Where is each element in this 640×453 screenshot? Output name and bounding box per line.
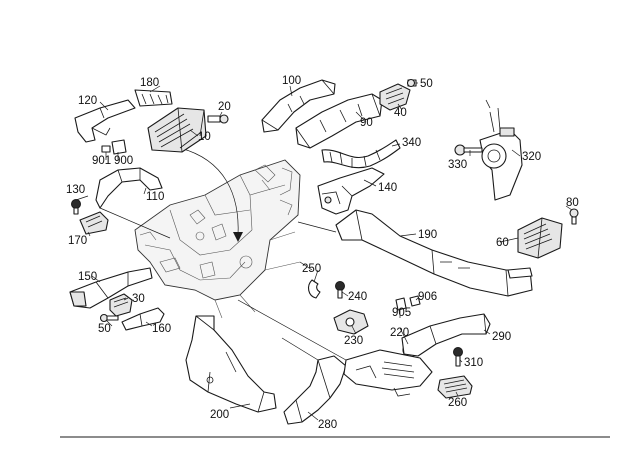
label-200: 200 bbox=[210, 409, 229, 421]
label-170: 170 bbox=[68, 235, 87, 247]
part-100-duct bbox=[261, 79, 336, 133]
part-340-hose bbox=[321, 139, 401, 169]
label-280: 280 bbox=[318, 419, 337, 431]
part-260-control-module bbox=[437, 375, 473, 399]
part-230-actuator bbox=[333, 309, 369, 335]
part-40-connector bbox=[379, 83, 411, 111]
label-160: 160 bbox=[152, 323, 171, 335]
part-110-duct bbox=[95, 167, 163, 209]
label-310: 310 bbox=[464, 357, 483, 369]
label-100: 100 bbox=[282, 75, 301, 87]
part-30-connector bbox=[109, 293, 133, 317]
part-90-duct bbox=[295, 93, 383, 149]
part-310-screw bbox=[453, 347, 463, 367]
part-50-screw-bottom bbox=[99, 313, 119, 323]
label-10: 10 bbox=[198, 131, 211, 143]
part-20-screw bbox=[207, 114, 229, 124]
label-120: 120 bbox=[78, 95, 97, 107]
label-220: 220 bbox=[390, 327, 409, 339]
part-130-screw bbox=[71, 199, 81, 215]
part-10-vent-grille bbox=[147, 107, 207, 153]
part-140-duct bbox=[317, 167, 385, 215]
label-230: 230 bbox=[344, 335, 363, 347]
part-150-duct bbox=[69, 267, 153, 309]
label-340: 340 bbox=[402, 137, 421, 149]
part-240-screw bbox=[335, 281, 345, 299]
label-50-bottom: 50 bbox=[98, 323, 111, 335]
part-290-duct bbox=[401, 313, 491, 357]
part-190-duct bbox=[335, 209, 533, 297]
part-50-screw-top bbox=[406, 78, 417, 88]
part-330-bolt bbox=[454, 144, 483, 156]
part-labels: 180 120 20 10 901 900 100 90 40 50 340 1… bbox=[66, 75, 579, 431]
label-250: 250 bbox=[302, 263, 321, 275]
label-90: 90 bbox=[360, 117, 373, 129]
label-150: 150 bbox=[78, 271, 97, 283]
label-40: 40 bbox=[394, 107, 407, 119]
assembly-arrow-head bbox=[233, 232, 243, 242]
part-120-duct bbox=[74, 99, 136, 143]
label-330: 330 bbox=[448, 159, 467, 171]
part-170-bracket bbox=[79, 211, 109, 235]
part-320-blower bbox=[479, 99, 523, 201]
part-180-duct bbox=[134, 89, 173, 107]
part-905-clip bbox=[395, 297, 407, 311]
part-901-screw bbox=[101, 145, 111, 153]
label-60: 60 bbox=[496, 237, 509, 249]
label-900: 900 bbox=[114, 155, 133, 167]
part-housing-lower bbox=[343, 349, 433, 397]
label-240: 240 bbox=[348, 291, 367, 303]
label-180: 180 bbox=[140, 77, 159, 89]
assembly-arrow bbox=[179, 147, 239, 237]
label-140: 140 bbox=[378, 182, 397, 194]
label-906: 906 bbox=[418, 291, 437, 303]
part-60-vent bbox=[517, 217, 563, 259]
label-30: 30 bbox=[132, 293, 145, 305]
label-260: 260 bbox=[448, 397, 467, 409]
label-190: 190 bbox=[418, 229, 437, 241]
part-200-duct bbox=[185, 315, 277, 413]
label-320: 320 bbox=[522, 151, 541, 163]
label-20: 20 bbox=[218, 101, 231, 113]
label-50-top: 50 bbox=[420, 78, 433, 90]
part-280-duct bbox=[283, 355, 347, 425]
label-901: 901 bbox=[92, 155, 111, 167]
part-160-duct bbox=[121, 307, 165, 331]
label-290: 290 bbox=[492, 331, 511, 343]
label-80: 80 bbox=[566, 197, 579, 209]
part-250-clip bbox=[307, 279, 321, 299]
part-900-clip bbox=[111, 139, 127, 155]
label-905: 905 bbox=[392, 307, 411, 319]
hvac-housing-assembly bbox=[134, 159, 301, 319]
part-80-screw bbox=[569, 208, 579, 225]
leader-lines bbox=[75, 82, 573, 421]
label-110: 110 bbox=[146, 191, 164, 203]
label-130: 130 bbox=[66, 184, 85, 196]
